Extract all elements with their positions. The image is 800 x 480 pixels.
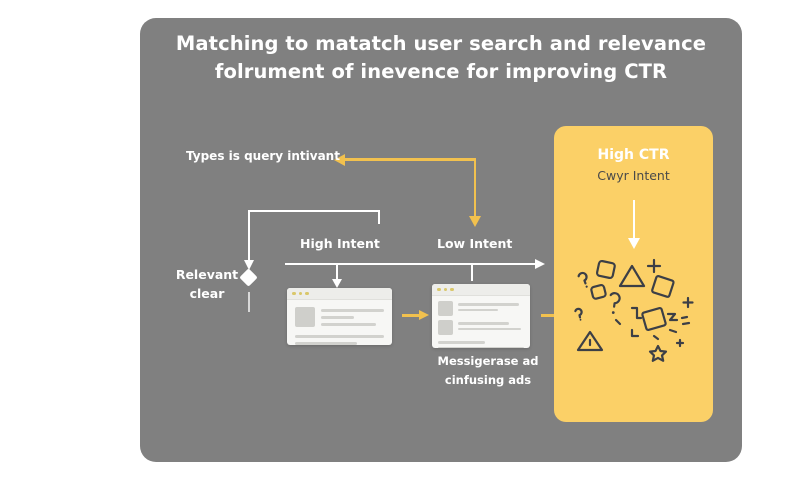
mockup-row [438,320,524,335]
zigzag-icon [630,306,643,320]
mockup-text-lines [321,307,384,327]
label-low-intent: Low Intent [437,236,513,251]
axis-tick-high-intent [336,263,338,281]
small-plus-icon [675,338,685,348]
text-line [321,316,354,319]
text-line [438,346,524,348]
square-icon [590,284,607,300]
axis-tick-high-arrowhead-icon [332,279,342,288]
mockup-row [438,301,524,316]
diamond-icon [641,306,667,332]
page-title: Matching to matatch user search and rele… [160,30,722,86]
ctr-down-arrowhead-icon [627,238,640,249]
intent-axis-line [285,263,537,265]
question-mark-icon [574,307,583,321]
yellow-arrowhead-down-icon [468,216,481,227]
axis-tick-low-intent [471,263,473,281]
window-dot-icon [298,291,302,296]
image-placeholder-icon [295,307,315,327]
label-query-intent: Types is query intivant [186,149,340,163]
mockup-titlebar [432,284,530,296]
text-line [458,327,521,330]
title-line-2: folrument of inevence for improving CTR [214,60,668,83]
text-line [458,303,519,306]
text-line [438,341,486,344]
white-arrowhead-down-icon [243,260,254,270]
image-placeholder-icon [438,320,453,335]
white-connector-vertical-right [378,210,380,224]
cluttered-ad-mockup [432,284,530,348]
window-dot-icon [437,287,441,292]
mockup-text-lines [458,320,524,335]
ctr-panel-title: High CTR [597,147,670,163]
label-relevant-clear: Relevant clear [175,267,239,301]
star-icon [648,344,668,362]
bracket-icon [630,328,640,338]
dash-icon [680,315,691,326]
ctr-panel-subtitle: Cwyr Intent [597,168,670,183]
text-line [321,323,377,326]
white-connector-vertical-left [248,210,250,262]
label-ad-caption: Messigerase ad cinfusing ads [437,354,539,387]
plus-icon [646,258,662,274]
mockup-titlebar [287,288,392,300]
mockup-row [438,339,524,348]
text-line [458,322,510,325]
square-icon [595,259,616,280]
white-connector-tail [248,292,250,312]
window-dot-icon [305,291,309,296]
ctr-down-arrow-shaft [632,200,635,240]
mockup-text-lines [295,333,384,345]
triangle-icon [618,264,646,288]
label-high-intent: High Intent [300,236,380,251]
mockup-row [295,307,384,327]
window-dot-icon [443,287,447,292]
text-line [321,309,384,312]
mockup-body [287,300,392,345]
mockup-body [432,296,530,348]
image-placeholder-icon [438,301,453,316]
zigzag-icon [666,312,679,322]
plus-icon [682,296,694,309]
clean-ad-mockup [287,288,392,345]
diamond-icon [651,275,675,298]
yellow-connector-vertical [473,158,476,218]
white-connector-horizontal [248,210,380,212]
question-mark-icon [577,271,588,288]
tick-icon [614,318,622,326]
mockup-row [295,333,384,345]
yellow-arrowhead-left-icon [334,153,345,166]
mockup-text-lines [458,301,524,316]
window-dot-icon [450,287,454,292]
text-line [458,308,498,311]
title-line-1: Matching to matatch user search and rele… [175,32,707,55]
window-dot-icon [292,291,296,296]
text-line [295,335,384,338]
arrow-clean-to-cluttered-icon [402,310,429,319]
question-mark-icon [609,292,621,314]
text-line [295,342,358,345]
intent-axis-arrowhead-icon [535,259,545,269]
mockup-text-lines [438,339,524,348]
yellow-connector-horizontal [344,158,476,161]
tick-icon [652,334,660,341]
triangle-icon [576,330,604,352]
tick-icon [668,328,678,334]
confusion-glyph-cluster [574,258,694,362]
